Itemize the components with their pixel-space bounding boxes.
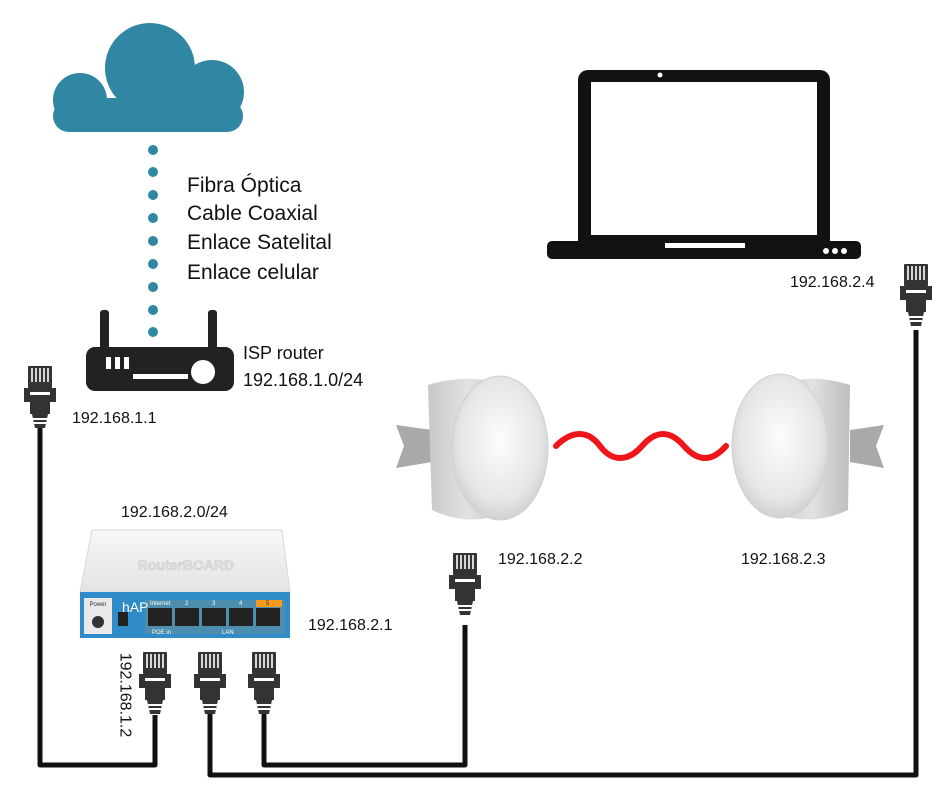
link-type-coax: Cable Coaxial [187,202,318,225]
rj45-antenna-connector-icon [448,552,482,616]
lan-network: 192.168.2.0/24 [121,504,228,521]
lan-label: LAN [222,630,234,636]
router-model-label: hAP [122,599,148,615]
port-label-internet: Internet [150,601,171,607]
poe-in-label: POE in [152,630,171,636]
router-wan-ip: 192.168.1.2 [116,652,134,738]
router-lan-ip: 192.168.2.1 [308,617,393,634]
isp-router-icon [86,310,234,391]
wireless-link-wave [553,431,729,461]
isp-link-dots [148,145,158,337]
rj45-laptop-connector-icon [899,263,933,327]
ethernet-cables [37,330,919,778]
cloud-icon [53,23,244,132]
laptop-ip: 192.168.2.4 [790,274,875,291]
rj45-wan-connector-icon [138,651,172,715]
isp-router-name: ISP router [243,343,324,363]
antenna-left-ip: 192.168.2.2 [498,551,583,568]
router-brand-label: RouterBOARD [138,557,234,573]
rj45-lan2-connector-icon [247,651,281,715]
router-power-label: Power [89,602,106,608]
isp-port-ip: 192.168.1.1 [72,410,157,427]
port-label-4: 4 [239,601,243,607]
port-label-5: 5 [266,601,270,607]
antenna-left-icon [396,375,549,521]
cable-router-to-laptop [207,330,919,778]
link-type-fiber: Fibra Óptica [187,174,302,197]
cable-router-to-antenna [261,625,468,768]
rj45-lan-connector-icon [193,651,227,715]
laptop-icon [547,70,861,259]
rj45-isp-connector-icon [23,365,57,429]
port-label-2: 2 [185,601,189,607]
cable-isp-to-router-wan [37,428,158,768]
mikrotik-hap-router: RouterBOARD Power hAP Internet 2 3 4 5 P… [79,529,291,638]
antenna-right-icon [731,373,884,520]
port-label-3: 3 [212,601,216,607]
isp-network: 192.168.1.0/24 [243,370,364,390]
antenna-right-ip: 192.168.2.3 [741,551,826,568]
link-type-cellular: Enlace celular [187,261,319,284]
link-type-satellite: Enlace Satelital [187,231,332,254]
